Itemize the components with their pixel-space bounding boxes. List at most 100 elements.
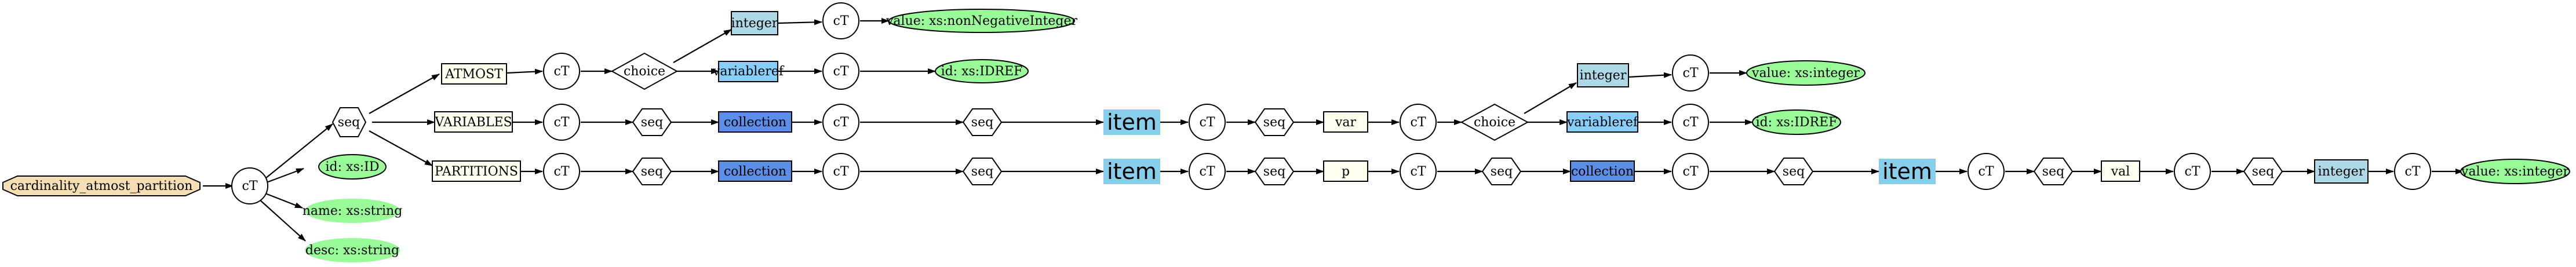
choice-label: choice xyxy=(1474,115,1515,130)
attribute-label: id: xs:ID xyxy=(326,160,380,174)
sequence-node[interactable]: seq xyxy=(1254,108,1295,136)
complex-type-node[interactable]: cT xyxy=(822,104,859,141)
sequence-node[interactable]: seq xyxy=(2033,158,2074,185)
attribute-node[interactable]: id: xs:IDREF xyxy=(935,59,1029,83)
complex-type-node[interactable]: cT xyxy=(1189,153,1226,190)
complex-type-label: cT xyxy=(1200,164,1215,179)
element-node[interactable]: PARTITIONS xyxy=(432,160,521,182)
element-node[interactable]: VARIABLES xyxy=(434,111,513,133)
sequence-label: seq xyxy=(2042,164,2064,179)
complex-type-node[interactable]: cT xyxy=(2394,153,2431,190)
complex-type-node[interactable]: cT xyxy=(1400,153,1437,190)
attribute-label: value: xs:nonNegativeInteger xyxy=(886,14,1077,28)
edge xyxy=(369,74,440,114)
element-node[interactable]: var xyxy=(1323,111,1368,133)
complex-type-node[interactable]: cT xyxy=(1400,104,1437,141)
integer-node[interactable]: integer xyxy=(2314,159,2369,184)
item-node[interactable]: item xyxy=(1103,159,1160,184)
attribute-node[interactable]: name: xs:string xyxy=(303,199,403,223)
sequence-node[interactable]: seq xyxy=(1254,158,1295,185)
sequence-node[interactable]: seq xyxy=(632,108,672,136)
edge xyxy=(258,199,306,242)
collection-label: collection xyxy=(724,115,786,130)
complex-type-label: cT xyxy=(1979,164,1994,179)
complex-type-label: cT xyxy=(554,115,570,130)
sequence-label: seq xyxy=(971,164,993,179)
complex-type-label: cT xyxy=(2405,164,2421,179)
sequence-node[interactable]: seq xyxy=(632,158,672,185)
attribute-node[interactable]: id: xs:IDREF xyxy=(1752,109,1841,135)
sequence-node[interactable]: seq xyxy=(1773,158,1814,185)
complex-type-label: cT xyxy=(1411,115,1426,130)
edge xyxy=(673,29,732,63)
element-node[interactable]: val xyxy=(2101,160,2140,182)
complex-type-label: cT xyxy=(1411,164,1426,179)
root-label: cardinality_atmost_partition xyxy=(10,179,193,193)
complex-type-node[interactable]: cT xyxy=(1672,54,1709,92)
choice-node[interactable]: choice xyxy=(1460,103,1529,141)
complex-type-node[interactable]: cT xyxy=(543,104,580,141)
sequence-node[interactable]: seq xyxy=(331,107,367,137)
sequence-label: seq xyxy=(1783,164,1805,179)
complex-type-label: cT xyxy=(554,164,570,179)
sequence-node[interactable]: seq xyxy=(2243,158,2283,185)
complex-type-node[interactable]: cT xyxy=(543,153,580,190)
element-label: ATMOST xyxy=(444,67,503,82)
complex-type-node[interactable]: cT xyxy=(2174,153,2211,190)
integer-node[interactable]: integer xyxy=(731,11,778,35)
integer-node[interactable]: integer xyxy=(1577,63,1629,87)
sequence-label: seq xyxy=(2252,164,2274,179)
integer-label: integer xyxy=(1580,68,1627,83)
collection-node[interactable]: collection xyxy=(1570,160,1635,182)
attribute-node[interactable]: value: xs:nonNegativeInteger xyxy=(886,9,1077,33)
attribute-label: id: xs:IDREF xyxy=(941,64,1023,79)
element-node[interactable]: ATMOST xyxy=(441,63,507,85)
edge xyxy=(265,123,333,179)
complex-type-node[interactable]: cT xyxy=(1189,104,1226,141)
choice-node[interactable]: choice xyxy=(610,52,679,90)
sequence-node[interactable]: seq xyxy=(1481,158,1522,185)
collection-node[interactable]: collection xyxy=(718,111,792,133)
complex-type-node[interactable]: cT xyxy=(543,53,580,90)
edges xyxy=(203,18,2464,242)
attribute-node[interactable]: desc: xs:string xyxy=(305,238,400,262)
element-node[interactable]: p xyxy=(1323,160,1368,182)
sequence-node[interactable]: seq xyxy=(962,158,1003,185)
variableref-node[interactable]: variableref xyxy=(712,61,785,82)
element-label: PARTITIONS xyxy=(435,164,518,179)
item-node[interactable]: item xyxy=(1879,159,1936,184)
complex-type-node[interactable]: cT xyxy=(1672,153,1709,190)
item-node[interactable]: item xyxy=(1103,109,1160,135)
attribute-label: id: xs:IDREF xyxy=(1756,115,1838,130)
complex-type-node[interactable]: cT xyxy=(822,2,859,39)
edge xyxy=(506,68,543,75)
variableref-label: variableref xyxy=(712,64,785,79)
root-node[interactable]: cardinality_atmost_partition xyxy=(2,175,201,196)
collection-node[interactable]: collection xyxy=(718,160,792,182)
sequence-label: seq xyxy=(971,115,993,130)
complex-type-node[interactable]: cT xyxy=(231,167,268,204)
choice-label: choice xyxy=(624,64,665,79)
edge xyxy=(777,19,822,25)
sequence-node[interactable]: seq xyxy=(962,108,1003,136)
attribute-label: value: xs:integer xyxy=(2461,164,2569,179)
complex-type-label: cT xyxy=(1683,115,1699,130)
element-label: val xyxy=(2111,164,2130,179)
variableref-node[interactable]: variableref xyxy=(1566,111,1639,133)
item-label: item xyxy=(1107,159,1157,184)
complex-type-node[interactable]: cT xyxy=(822,153,859,190)
attribute-node[interactable]: value: xs:integer xyxy=(1746,60,1865,86)
complex-type-label: cT xyxy=(833,64,849,79)
integer-label: integer xyxy=(731,16,778,31)
complex-type-node[interactable]: cT xyxy=(1672,104,1709,141)
attribute-node[interactable]: id: xs:ID xyxy=(318,154,387,180)
attribute-node[interactable]: value: xs:integer xyxy=(2460,159,2570,184)
sequence-label: seq xyxy=(1491,164,1513,179)
complex-type-node[interactable]: cT xyxy=(822,53,859,90)
element-label: var xyxy=(1335,115,1357,130)
element-label: VARIABLES xyxy=(434,115,512,130)
sequence-label: seq xyxy=(338,115,360,130)
complex-type-node[interactable]: cT xyxy=(1967,153,2005,190)
complex-type-label: cT xyxy=(554,64,570,79)
